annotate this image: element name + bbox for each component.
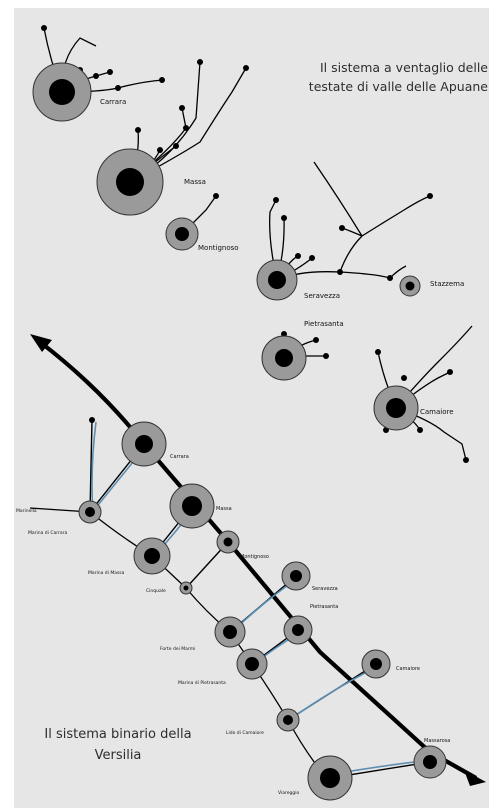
town-label-massa: Massa [184, 178, 206, 186]
bottom-title-line2: Versilia [95, 748, 142, 763]
top-title-line1: Il sistema a ventaglio delle [320, 60, 488, 75]
massa-town-node [96, 148, 164, 216]
inland-label-camaiore: Camaiore [396, 666, 420, 672]
fan-system: Carrara Massa Montignoso Seravezza Stazz… [32, 25, 489, 463]
town-label-stazzema: Stazzema [430, 280, 464, 288]
inland-node-carrara [121, 421, 167, 467]
town-label-pietrasanta: Pietrasanta [304, 320, 344, 328]
seravezza-town-node [256, 259, 298, 301]
inland-label-pietrasanta: Pietrasanta [310, 604, 338, 610]
coastal-node-marina-di-carrara [78, 500, 102, 524]
inland-node-massarosa [413, 745, 447, 779]
inland-label-massarosa: Massarosa [424, 738, 450, 744]
inland-label-seravezza: Seravezza [312, 586, 338, 592]
inland-node-pietrasanta [283, 615, 313, 645]
pietrasanta-town-node [261, 335, 307, 381]
stazzema-town-node [399, 275, 421, 297]
coastal-label-cinquale: Cinquale [146, 588, 166, 594]
coastal-label-viareggio: Viareggio [278, 790, 299, 796]
coastal-label-marina-di-massa: Marina di Massa [88, 570, 125, 576]
seravezza-branch-ends [273, 193, 433, 281]
inland-node-camaiore [361, 649, 391, 679]
inland-label-montignoso: Montignoso [240, 554, 269, 560]
coastal-node-marina-di-pietrasanta [236, 648, 268, 680]
coastal-node-marina-di-massa [133, 537, 171, 575]
town-label-carrara: Carrara [100, 98, 126, 106]
coastal-label-forte-dei-marmi: Forte dei Marmi [160, 646, 195, 652]
montignoso-town-node [165, 217, 199, 251]
camaiore-town-node [373, 385, 419, 431]
inland-node-massa [169, 483, 215, 529]
inland-label-massa: Massa [216, 506, 232, 512]
massa-branch-ends [135, 59, 249, 153]
bottom-title-line1: Il sistema binario della [44, 727, 191, 742]
inland-label-carrara: Carrara [170, 454, 189, 460]
binary-system: Carrara Massa Montignoso Seravezza Pietr… [16, 334, 486, 801]
coastal-label-lido-di-camaiore: Lido di Camaiore [226, 730, 264, 736]
coastal-label-marina-di-carrara: Marina di Carrara [28, 530, 67, 536]
town-label-seravezza: Seravezza [304, 292, 340, 300]
inland-arrowhead-north [30, 334, 52, 352]
inland-axis-arrow [38, 340, 478, 780]
inland-node-montignoso [216, 530, 240, 554]
coastal-node-viareggio [307, 755, 353, 801]
coastal-node-lido-di-camaiore [276, 708, 300, 732]
top-title-line2: testate di valle delle Apuane [309, 79, 489, 94]
coastal-node-forte-dei-marmi [214, 616, 246, 648]
carrara-town-node [32, 62, 92, 122]
coastal-node-cinquale [179, 581, 193, 595]
inland-node-seravezza [281, 561, 311, 591]
town-label-montignoso: Montignoso [198, 244, 239, 252]
inland-arrowhead-south [464, 770, 486, 786]
coastal-label-marina-di-pietrasanta: Marina di Pietrasanta [178, 680, 226, 686]
town-label-camaiore: Camaiore [420, 408, 454, 416]
coastal-label-marinella: Marinella [16, 508, 37, 514]
